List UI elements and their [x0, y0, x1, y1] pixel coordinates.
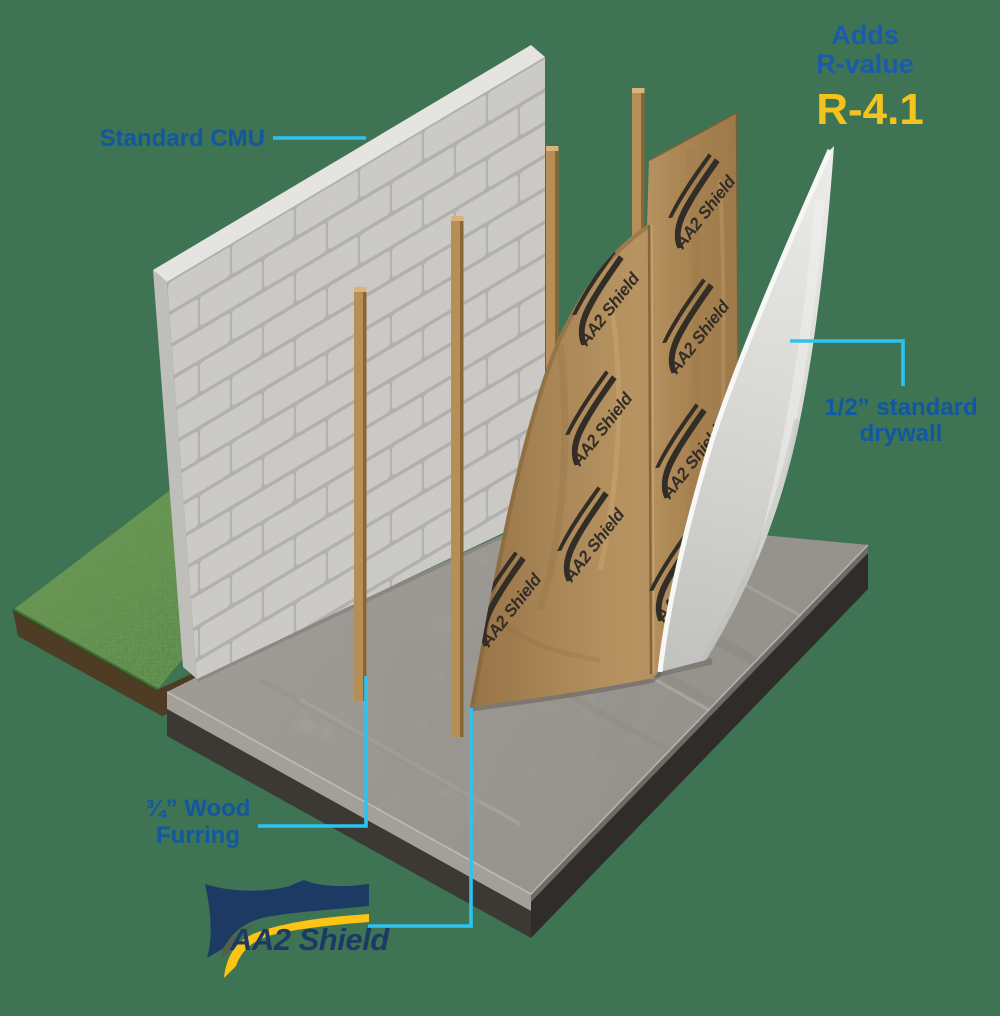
wood-furring-strips: [354, 88, 645, 737]
drywall-sheet: [657, 146, 834, 673]
wood-furring-strip: [632, 88, 645, 302]
brand-logo-text: AA2 Shield: [229, 922, 390, 957]
drywall-edge-highlight: [657, 148, 833, 673]
wood-furring-strip: [451, 216, 464, 737]
callouts: Standard CMU 1/2” standard drywall ¾” Wo…: [100, 20, 978, 928]
drywall-label-line2: drywall: [860, 420, 943, 447]
cmu-wall-top-face: [153, 45, 545, 282]
r-value-callout: Adds R-value R-4.1: [816, 20, 924, 134]
grass-edge-shadow: [12, 608, 158, 692]
brand-logo-swoosh: [224, 914, 369, 978]
r-value-line1: Adds: [831, 20, 899, 50]
slab-front-left-edge-lower: [167, 709, 531, 938]
r-value-line2: R-value: [816, 49, 914, 79]
drywall-shading: [700, 199, 825, 664]
cmu-wall-end-face: [153, 270, 197, 679]
brand-logo: AA2 Shield: [205, 880, 391, 978]
brand-logo-drape: [205, 880, 369, 958]
slab-front-left-edge-upper: [167, 692, 531, 911]
cmu-label: Standard CMU: [100, 125, 265, 152]
furring-label-line2: Furring: [156, 822, 240, 849]
furring-leader-line: [258, 676, 368, 828]
slab-front-right-edge-lower: [531, 553, 868, 938]
drywall-leader-line: [790, 339, 905, 386]
slab-edge-highlight: [166, 544, 869, 895]
slab-front-right-edge-upper: [531, 545, 868, 902]
furring-label-line1: ¾” Wood: [146, 795, 251, 822]
wood-furring-strip: [546, 146, 559, 500]
r-value-number: R-4.1: [816, 85, 924, 134]
membrane-leader-line: [368, 708, 473, 928]
drywall-face: [660, 146, 834, 672]
drywall-label-line1: 1/2” standard: [824, 394, 977, 421]
wood-furring-strip: [354, 287, 367, 701]
brand-logo-sliver: [221, 924, 255, 958]
